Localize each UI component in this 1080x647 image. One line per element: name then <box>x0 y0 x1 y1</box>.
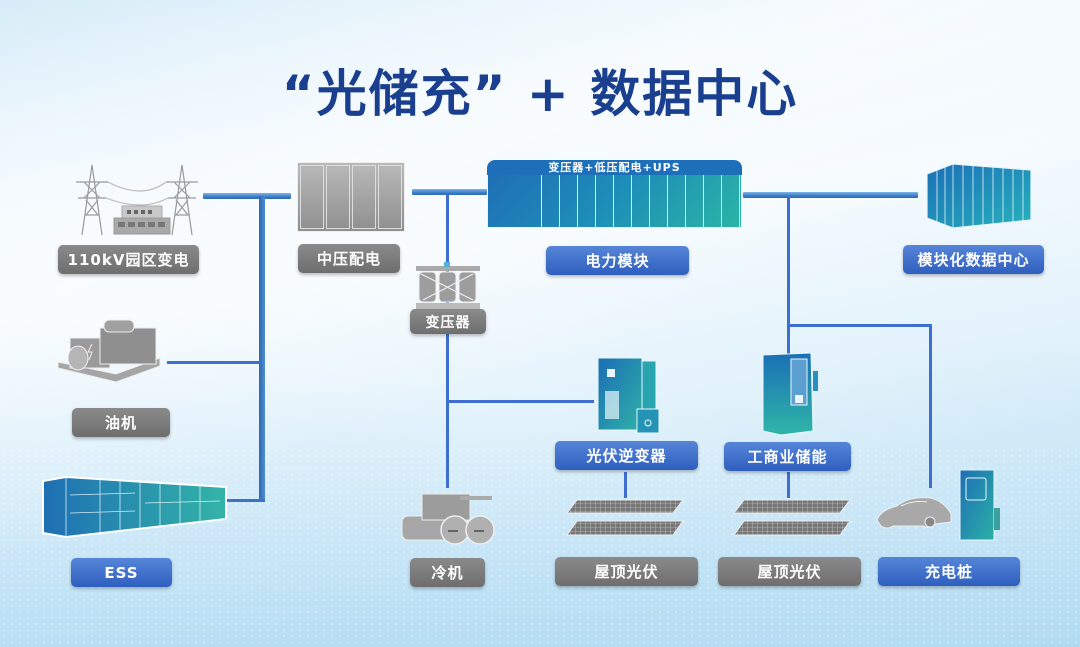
bus-substation-mv <box>203 193 291 199</box>
diesel-generator-icon <box>57 319 161 383</box>
line-to-charging <box>787 324 932 327</box>
line-ess <box>224 499 265 502</box>
label-chiller: 冷机 <box>410 558 485 587</box>
label-substation: 110kV园区变电 <box>58 245 199 274</box>
page-title: “光储充” + 数据中心 <box>281 65 799 123</box>
power-module-banner: 变压器+低压配电+UPS <box>487 160 742 175</box>
label-charging-pile: 充电桩 <box>878 557 1020 586</box>
label-rooftop-pv-2: 屋顶光伏 <box>718 557 861 586</box>
line-pv-inverter <box>446 400 594 403</box>
chiller-icon <box>401 493 495 545</box>
line-generator <box>167 361 261 364</box>
bus-left-vertical <box>259 196 265 500</box>
label-mv-distribution: 中压配电 <box>298 244 400 273</box>
label-transformer: 变压器 <box>410 309 486 334</box>
line-transformer-down <box>446 332 449 488</box>
pv-inverter-icon <box>597 357 660 434</box>
mv-switchgear-icon <box>297 162 405 232</box>
modular-datacenter-icon <box>926 163 1032 229</box>
label-diesel-generator: 油机 <box>72 408 170 437</box>
line-storage-pv <box>787 472 790 498</box>
label-modular-datacenter: 模块化数据中心 <box>903 245 1044 274</box>
power-module-icon: 变压器+低压配电+UPS <box>487 160 742 228</box>
label-pv-inverter: 光伏逆变器 <box>555 441 698 470</box>
solar-panel-icon <box>732 499 852 536</box>
transformer-icon <box>416 262 480 309</box>
solar-panel-icon <box>565 499 685 536</box>
line-transformer-up <box>446 194 449 314</box>
bus-mv-powermodule <box>412 189 487 195</box>
line-inverter-pv <box>624 472 627 498</box>
ci-storage-cabinet-icon <box>762 352 818 436</box>
ev-car-icon <box>876 497 952 529</box>
line-charging-down <box>929 324 932 488</box>
charging-pile-icon <box>959 469 1000 541</box>
substation-icon <box>76 164 198 236</box>
line-right-trunk <box>787 196 790 356</box>
bus-powermodule-dc <box>743 192 918 198</box>
label-rooftop-pv-1: 屋顶光伏 <box>555 557 698 586</box>
label-ci-storage: 工商业储能 <box>724 442 851 471</box>
label-power-module: 电力模块 <box>546 246 689 275</box>
ess-container-icon <box>42 475 227 539</box>
label-ess: ESS <box>71 558 172 587</box>
